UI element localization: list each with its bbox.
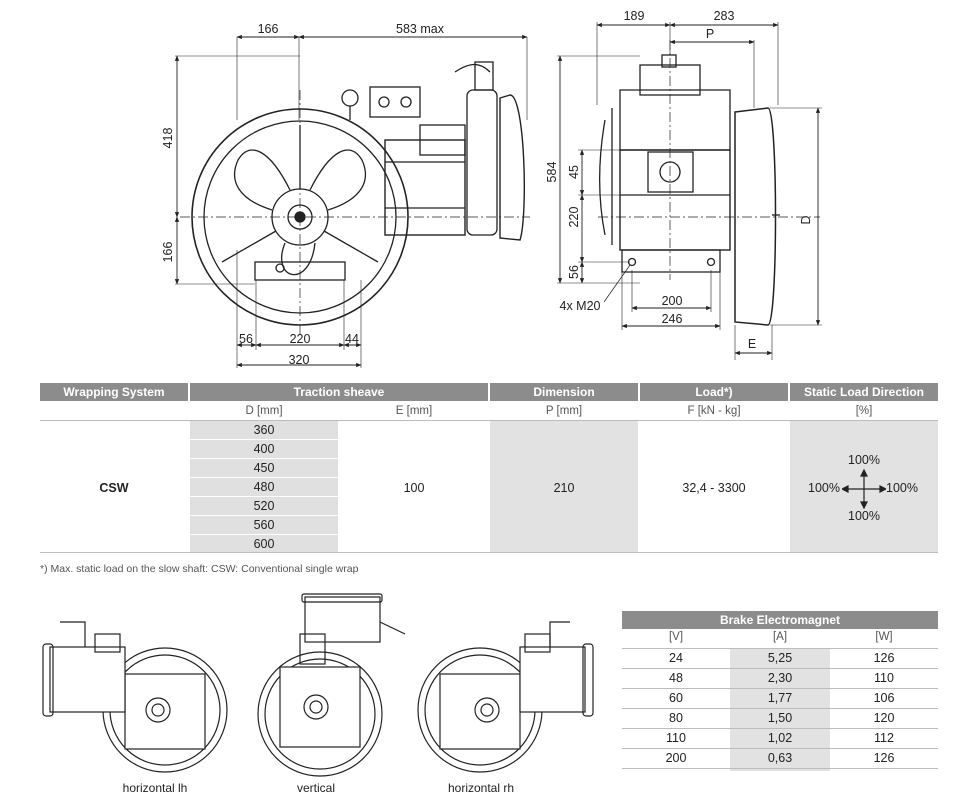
dim-56: 56 xyxy=(239,332,253,346)
dim-e: E xyxy=(748,337,756,351)
load-value: 32,4 - 3300 xyxy=(682,481,746,495)
p-value: 210 xyxy=(553,481,575,495)
brake-row: 110 1,02 112 xyxy=(622,728,938,748)
technical-drawings: 166 583 max 418 166 56 220 44 320 xyxy=(161,9,822,368)
brake-current: 1,02 xyxy=(767,731,793,745)
header-traction-sheave: Traction sheave xyxy=(190,383,488,401)
unit-percent: [%] xyxy=(855,405,873,417)
side-view-dim-labels: 189 283 P 584 45 220 56 4x M20 200 246 D… xyxy=(545,9,813,351)
direction-up: 100% xyxy=(848,453,880,467)
unit-p: P [mm] xyxy=(545,405,583,417)
dim-583-max: 583 max xyxy=(396,22,445,36)
brake-header-v: [V] xyxy=(668,631,684,643)
brake-voltage: 200 xyxy=(665,751,687,765)
brake-power: 120 xyxy=(873,711,895,725)
caption-vertical: vertical xyxy=(296,781,335,795)
dim-200: 200 xyxy=(662,294,683,308)
unit-f: F [kN - kg] xyxy=(687,405,741,417)
d-value-row: 520 xyxy=(190,497,338,516)
brake-header-a: [A] xyxy=(772,631,788,643)
header-static-load-direction: Static Load Direction xyxy=(790,383,938,401)
dim-45: 45 xyxy=(567,165,581,179)
dim-584: 584 xyxy=(545,162,559,183)
brake-voltage: 48 xyxy=(669,671,683,685)
brake-current: 1,50 xyxy=(767,711,793,725)
brake-table-title: Brake Electromagnet xyxy=(622,611,938,629)
unit-e: E [mm] xyxy=(395,405,433,417)
d-value-row: 480 xyxy=(190,478,338,497)
header-wrapping-system: Wrapping System xyxy=(40,383,188,401)
side-view-drawing xyxy=(598,40,820,326)
dim-4x-m20: 4x M20 xyxy=(560,299,601,313)
d-value-row: 400 xyxy=(190,440,338,459)
e-value: 100 xyxy=(403,481,425,495)
brake-current: 1,77 xyxy=(767,691,793,705)
brake-row: 60 1,77 106 xyxy=(622,688,938,708)
dim-p: P xyxy=(706,27,714,41)
brake-current: 0,63 xyxy=(767,751,793,765)
brake-voltage: 80 xyxy=(669,711,683,725)
direction-arrows-icon xyxy=(842,469,886,509)
side-view-dimensions xyxy=(557,22,822,360)
mounting-illustrations xyxy=(42,593,594,777)
dim-side-56: 56 xyxy=(567,265,581,279)
table-rule-top xyxy=(40,420,938,421)
d-value-row: 560 xyxy=(190,516,338,535)
footnote: *) Max. static load on the slow shaft: C… xyxy=(40,563,359,575)
wrapping-system-value: CSW xyxy=(99,481,129,495)
header-dimension: Dimension xyxy=(490,383,638,401)
brake-voltage: 110 xyxy=(666,731,686,745)
dim-418: 418 xyxy=(161,128,175,149)
brake-current: 5,25 xyxy=(767,651,793,665)
brake-row: 48 2,30 110 xyxy=(622,668,938,688)
dim-189: 189 xyxy=(624,9,645,23)
brake-row: 80 1,50 120 xyxy=(622,708,938,728)
direction-down: 100% xyxy=(848,509,880,523)
dim-320: 320 xyxy=(289,353,310,367)
caption-horizontal-rh: horizontal rh xyxy=(447,781,515,795)
mounting-horizontal-rh-drawing xyxy=(417,621,594,773)
front-view-dim-labels: 166 583 max 418 166 56 220 44 320 xyxy=(161,22,445,367)
table-rule-bottom xyxy=(40,552,938,553)
dim-d: D xyxy=(799,215,813,224)
dim-top-166: 166 xyxy=(258,22,279,36)
dim-283: 283 xyxy=(714,9,735,23)
brake-power: 126 xyxy=(873,751,895,765)
front-view-dimensions xyxy=(174,34,528,368)
d-value-row: 600 xyxy=(190,535,338,554)
direction-left: 100% xyxy=(808,481,840,495)
d-value-row: 450 xyxy=(190,459,338,478)
caption-horizontal-lh: horizontal lh xyxy=(122,781,188,795)
header-load: Load*) xyxy=(640,383,788,401)
mounting-horizontal-lh-drawing xyxy=(42,621,228,773)
mounting-vertical-drawing xyxy=(257,593,406,777)
brake-power: 110 xyxy=(874,671,894,685)
dim-side-220: 220 xyxy=(567,207,581,228)
dim-246: 246 xyxy=(662,312,683,326)
brake-voltage: 60 xyxy=(669,691,683,705)
brake-power: 126 xyxy=(873,651,895,665)
dim-left-166: 166 xyxy=(161,242,175,263)
brake-row: 200 0,63 126 xyxy=(622,748,938,769)
brake-header-w: [W] xyxy=(875,631,893,643)
unit-d: D [mm] xyxy=(245,405,283,417)
dim-220: 220 xyxy=(290,332,311,346)
brake-voltage: 24 xyxy=(669,651,683,665)
d-value-row: 360 xyxy=(190,421,338,440)
dim-44: 44 xyxy=(345,332,359,346)
direction-right: 100% xyxy=(886,481,918,495)
brake-power: 112 xyxy=(874,731,894,745)
brake-row: 24 5,25 126 xyxy=(622,648,938,668)
brake-power: 106 xyxy=(873,691,895,705)
p-cell-bg xyxy=(490,421,638,552)
front-view-drawing xyxy=(180,61,530,335)
brake-current: 2,30 xyxy=(767,671,793,685)
